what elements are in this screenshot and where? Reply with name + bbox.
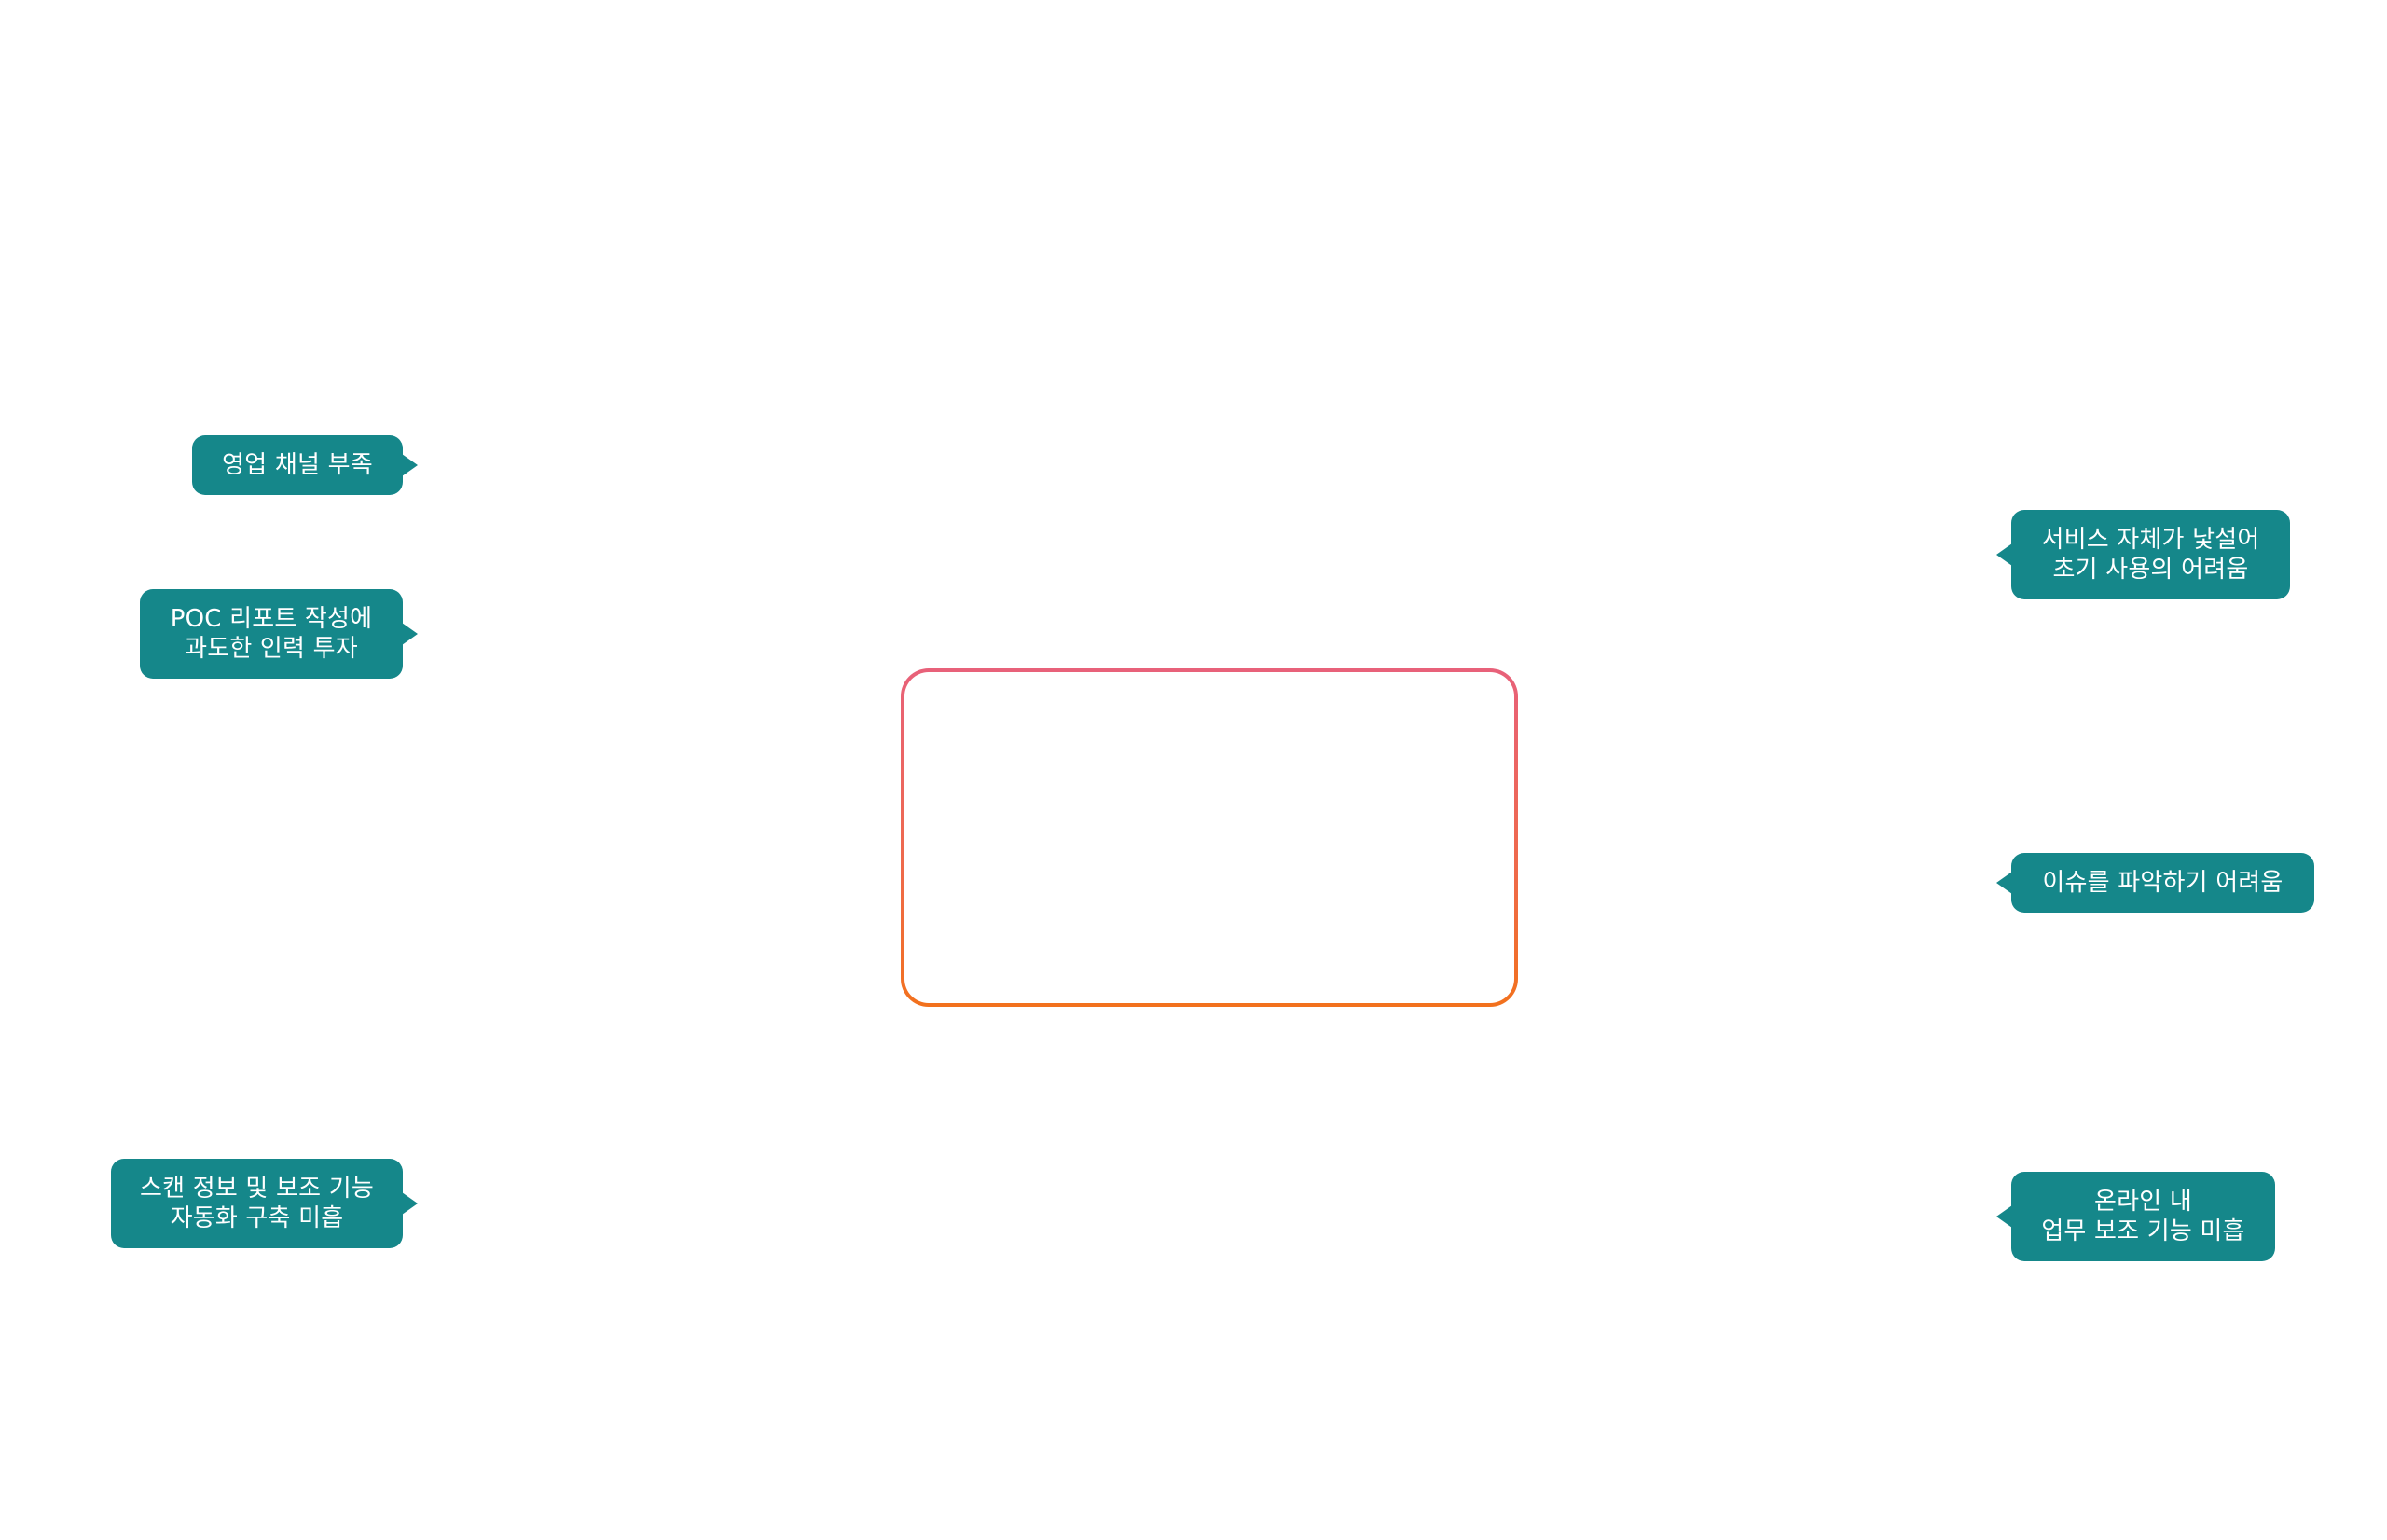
- callout-online-support: 온라인 내 업무 보조 기능 미흡: [1996, 1172, 2275, 1261]
- callout-poc-report: POC 리포트 작성에 과도한 인력 투자: [140, 589, 418, 679]
- callout-text: POC 리포트 작성에 과도한 인력 투자: [170, 605, 373, 663]
- center-box-inner: [904, 672, 1514, 1003]
- center-box: [901, 668, 1518, 1007]
- callout-issue-tracking: 이슈를 파악하기 어려움: [1996, 853, 2314, 913]
- callout-text: 영업 채널 부족: [222, 451, 373, 479]
- callout-text: 서비스 자체가 낯설어 초기 사용의 어려움: [2041, 526, 2260, 584]
- callout-text: 스캔 정보 및 보조 기능 자동화 구축 미흡: [140, 1175, 374, 1232]
- callout-sales-channel: 영업 채널 부족: [192, 435, 418, 495]
- callout-text: 이슈를 파악하기 어려움: [2042, 869, 2284, 897]
- callout-unfamiliar-service: 서비스 자체가 낯설어 초기 사용의 어려움: [1996, 510, 2290, 599]
- callout-scan-automation: 스캔 정보 및 보조 기능 자동화 구축 미흡: [111, 1159, 418, 1248]
- callout-text: 온라인 내 업무 보조 기능 미흡: [2041, 1188, 2245, 1245]
